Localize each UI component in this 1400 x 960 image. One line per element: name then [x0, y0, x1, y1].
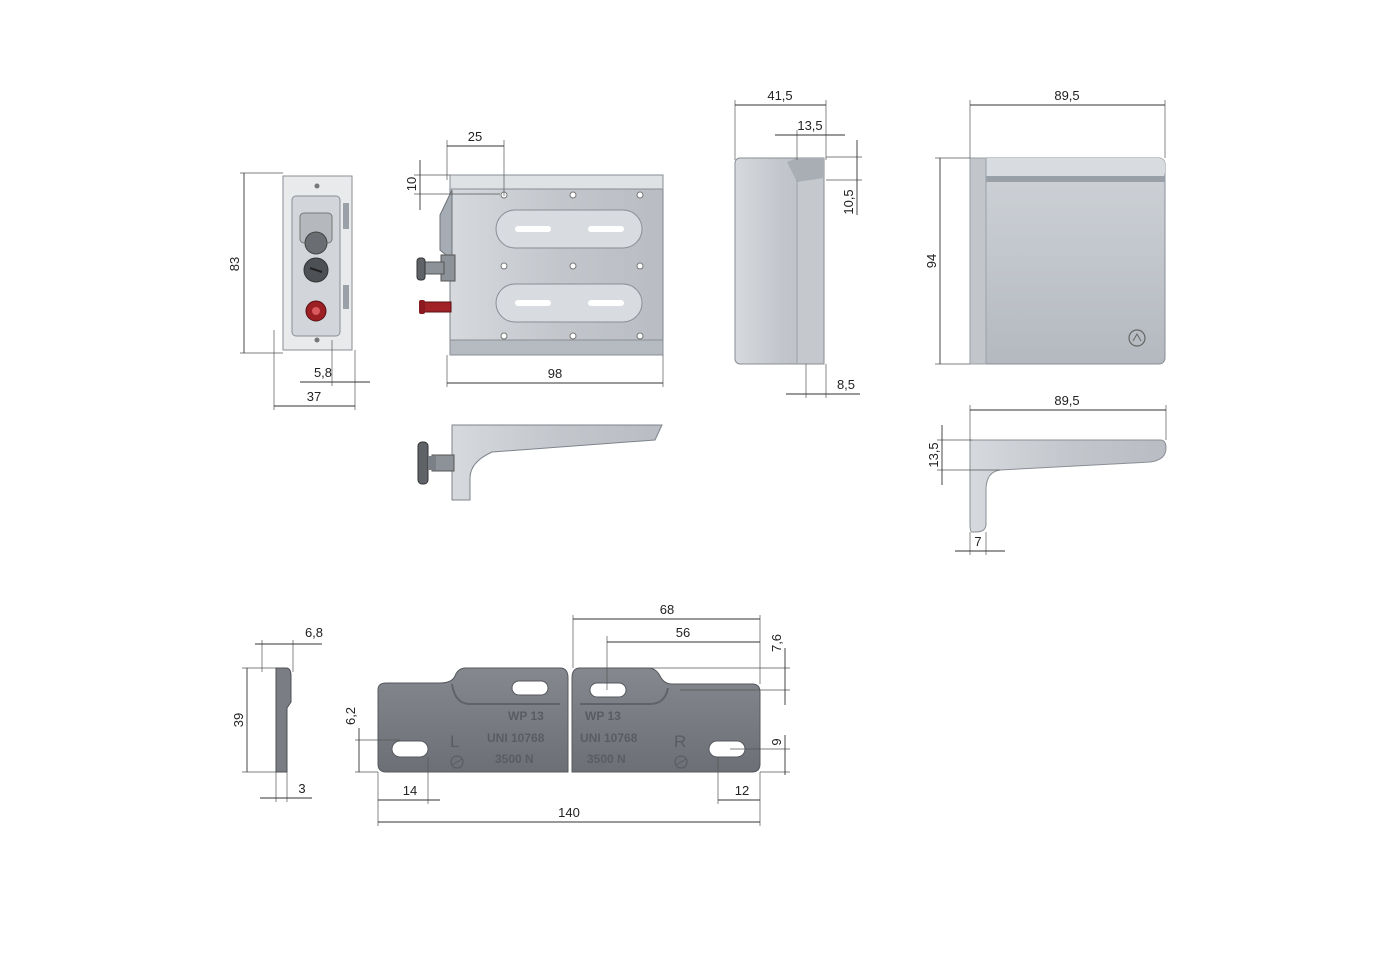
dim-25: 25 [468, 129, 482, 144]
side-view-dimensions: 25 10 98 [404, 129, 664, 387]
plate-edge-view [275, 667, 292, 773]
plate-letter-l: L [450, 732, 459, 751]
dim-7-6: 7,6 [769, 634, 784, 652]
dim-94: 94 [924, 254, 939, 268]
stamp-right-2: UNI 10768 [580, 731, 638, 745]
dim-89-5-bottom: 89,5 [1054, 393, 1079, 408]
dim-3: 3 [298, 781, 305, 796]
dim-39: 39 [231, 713, 246, 727]
cover-side-view [969, 157, 1166, 365]
dim-41-5: 41,5 [767, 88, 792, 103]
dim-8-5: 8,5 [837, 377, 855, 392]
cover-top-dimensions: 89,5 13,5 7 [926, 393, 1167, 555]
dim-56: 56 [676, 625, 690, 640]
dim-140: 140 [558, 805, 580, 820]
dim-6-8: 6,8 [305, 625, 323, 640]
dim-13-5: 13,5 [797, 118, 822, 133]
front-view-dimensions: 83 37 5,8 [227, 172, 370, 410]
dim-98: 98 [548, 366, 562, 381]
cover-side-dimensions: 89,5 94 [924, 88, 1166, 365]
side-profile [417, 424, 663, 501]
stamp-left-3: 3500 N [495, 752, 534, 766]
side-view [416, 174, 664, 356]
cover-front-view [734, 157, 825, 365]
front-view [282, 175, 353, 351]
dim-14: 14 [403, 783, 417, 798]
dim-6-2: 6,2 [343, 707, 358, 725]
mounting-plate-dimensions: 68 56 7,6 6,2 9 14 12 140 [343, 602, 790, 826]
dim-12: 12 [735, 783, 749, 798]
mounting-plate: L R WP 13 UNI 10768 3500 N WP 13 UNI 107… [377, 667, 761, 773]
stamp-right-1: WP 13 [585, 709, 621, 723]
dim-5-8: 5,8 [314, 365, 332, 380]
dim-89-5-top: 89,5 [1054, 88, 1079, 103]
dim-13-5-cover: 13,5 [926, 442, 941, 467]
stamp-left-1: WP 13 [508, 709, 544, 723]
dim-10: 10 [404, 177, 419, 191]
stamp-left-2: UNI 10768 [487, 731, 545, 745]
dim-68: 68 [660, 602, 674, 617]
plate-letter-r: R [674, 732, 686, 751]
dim-37: 37 [307, 389, 321, 404]
dim-7: 7 [974, 534, 981, 549]
dim-83: 83 [227, 257, 242, 271]
cover-top-view [969, 439, 1167, 533]
dim-9: 9 [769, 738, 784, 745]
cover-front-dimensions: 41,5 13,5 10,5 8,5 [734, 88, 862, 398]
stamp-right-3: 3500 N [587, 752, 626, 766]
dim-10-5: 10,5 [841, 189, 856, 214]
plate-edge-dimensions: 6,8 39 3 [231, 625, 323, 802]
